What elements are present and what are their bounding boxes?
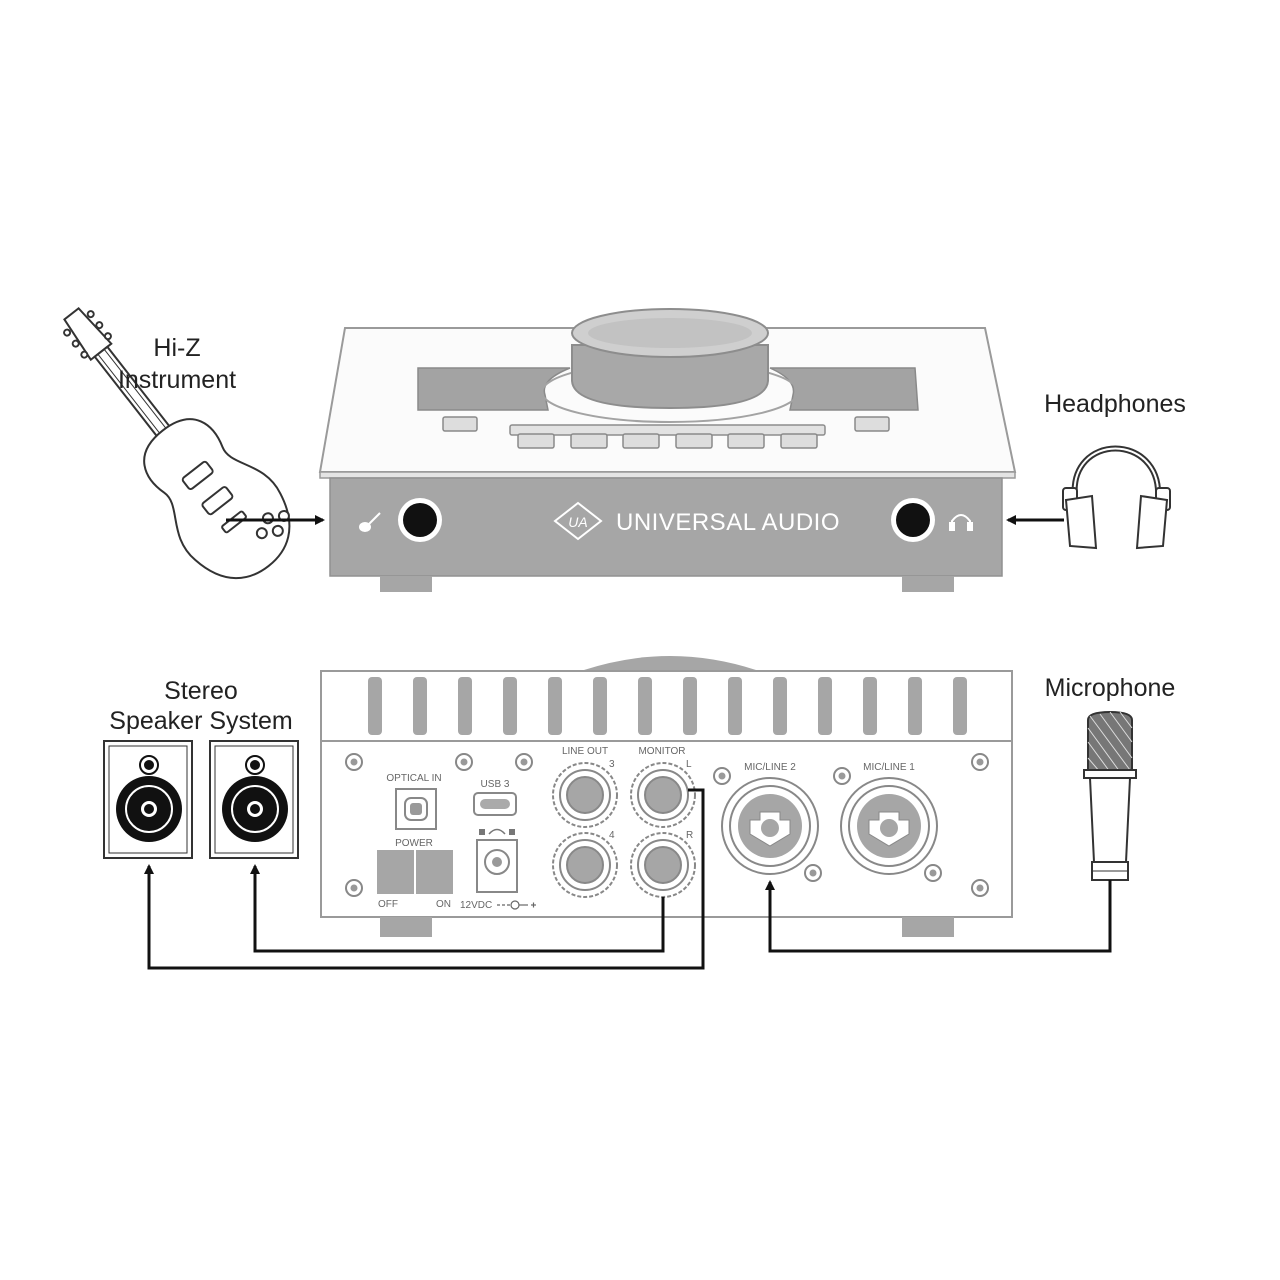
screws — [345, 753, 989, 897]
interface-rear-view: OPTICAL IN USB 3 POWER OFF ON — [320, 656, 1013, 937]
label-optical-in: OPTICAL IN — [386, 773, 441, 784]
line-out-3-jack[interactable] — [552, 762, 618, 828]
label-dc: 12VDC — [460, 900, 492, 911]
label-hiz-line2: Instrument — [118, 366, 236, 394]
svg-text:UA: UA — [568, 514, 587, 530]
top-buttons — [442, 416, 890, 449]
label-monitor-r: R — [686, 830, 693, 841]
label-usb: USB 3 — [481, 779, 510, 790]
cable-lock-icon — [479, 828, 515, 835]
select-button[interactable] — [622, 433, 660, 449]
label-monitor-l: L — [686, 759, 692, 770]
label-line-out: LINE OUT — [562, 746, 608, 757]
headphone-icon — [949, 514, 973, 531]
headphones-icon — [1062, 445, 1171, 550]
label-mic-line-2: MIC/LINE 2 — [744, 762, 796, 773]
mic-line-1-input[interactable] — [833, 767, 942, 882]
select-button[interactable] — [675, 433, 713, 449]
cable-mic-to-mic-line-2 — [765, 880, 1112, 953]
select-button[interactable] — [570, 433, 608, 449]
dc-power-port[interactable] — [476, 839, 518, 893]
right-button[interactable] — [854, 416, 890, 432]
select-button[interactable] — [727, 433, 765, 449]
power-switch[interactable] — [377, 850, 453, 894]
monitor-r-jack[interactable] — [630, 832, 696, 898]
label-off: OFF — [378, 899, 398, 910]
ua-logo-icon: UA — [553, 501, 603, 541]
monitor-knob[interactable] — [571, 308, 769, 410]
label-stereo-line1: Stereo — [164, 677, 238, 705]
interface-front-view: UA UNIVERSAL AUDIO — [318, 308, 1017, 592]
speaker-left-icon — [103, 740, 193, 859]
cable-monitor-r-to-right-speaker — [250, 864, 665, 953]
instrument-input-icon — [359, 512, 381, 532]
brand-name: UNIVERSAL AUDIO — [616, 509, 840, 536]
monitor-l-jack[interactable] — [630, 762, 696, 828]
optical-input-port[interactable] — [395, 788, 437, 830]
label-headphones: Headphones — [1044, 390, 1186, 418]
label-microphone: Microphone — [1045, 674, 1176, 702]
microphone-icon — [1083, 710, 1137, 881]
usb-port[interactable] — [473, 792, 517, 816]
left-button[interactable] — [442, 416, 478, 432]
label-hiz-line1: Hi-Z — [153, 334, 200, 362]
headphone-output-jack[interactable] — [891, 498, 935, 542]
label-stereo-line2: Speaker System — [109, 707, 292, 735]
speaker-right-icon — [209, 740, 299, 859]
label-mic-line-1: MIC/LINE 1 — [863, 762, 915, 773]
label-line-out-3: 3 — [609, 759, 615, 770]
heatsink-fins — [368, 677, 967, 735]
label-power: POWER — [395, 838, 433, 849]
label-on: ON — [436, 899, 451, 910]
hiz-input-jack[interactable] — [398, 498, 442, 542]
select-button[interactable] — [517, 433, 555, 449]
dc-polarity-icon — [497, 900, 536, 910]
label-monitor: MONITOR — [638, 746, 685, 757]
select-button[interactable] — [780, 433, 818, 449]
label-line-out-4: 4 — [609, 830, 615, 841]
electric-guitar-icon — [63, 307, 291, 580]
line-out-4-jack[interactable] — [552, 832, 618, 898]
cable-monitor-l-to-left-speaker — [144, 788, 705, 970]
mic-line-2-input[interactable] — [721, 777, 822, 882]
